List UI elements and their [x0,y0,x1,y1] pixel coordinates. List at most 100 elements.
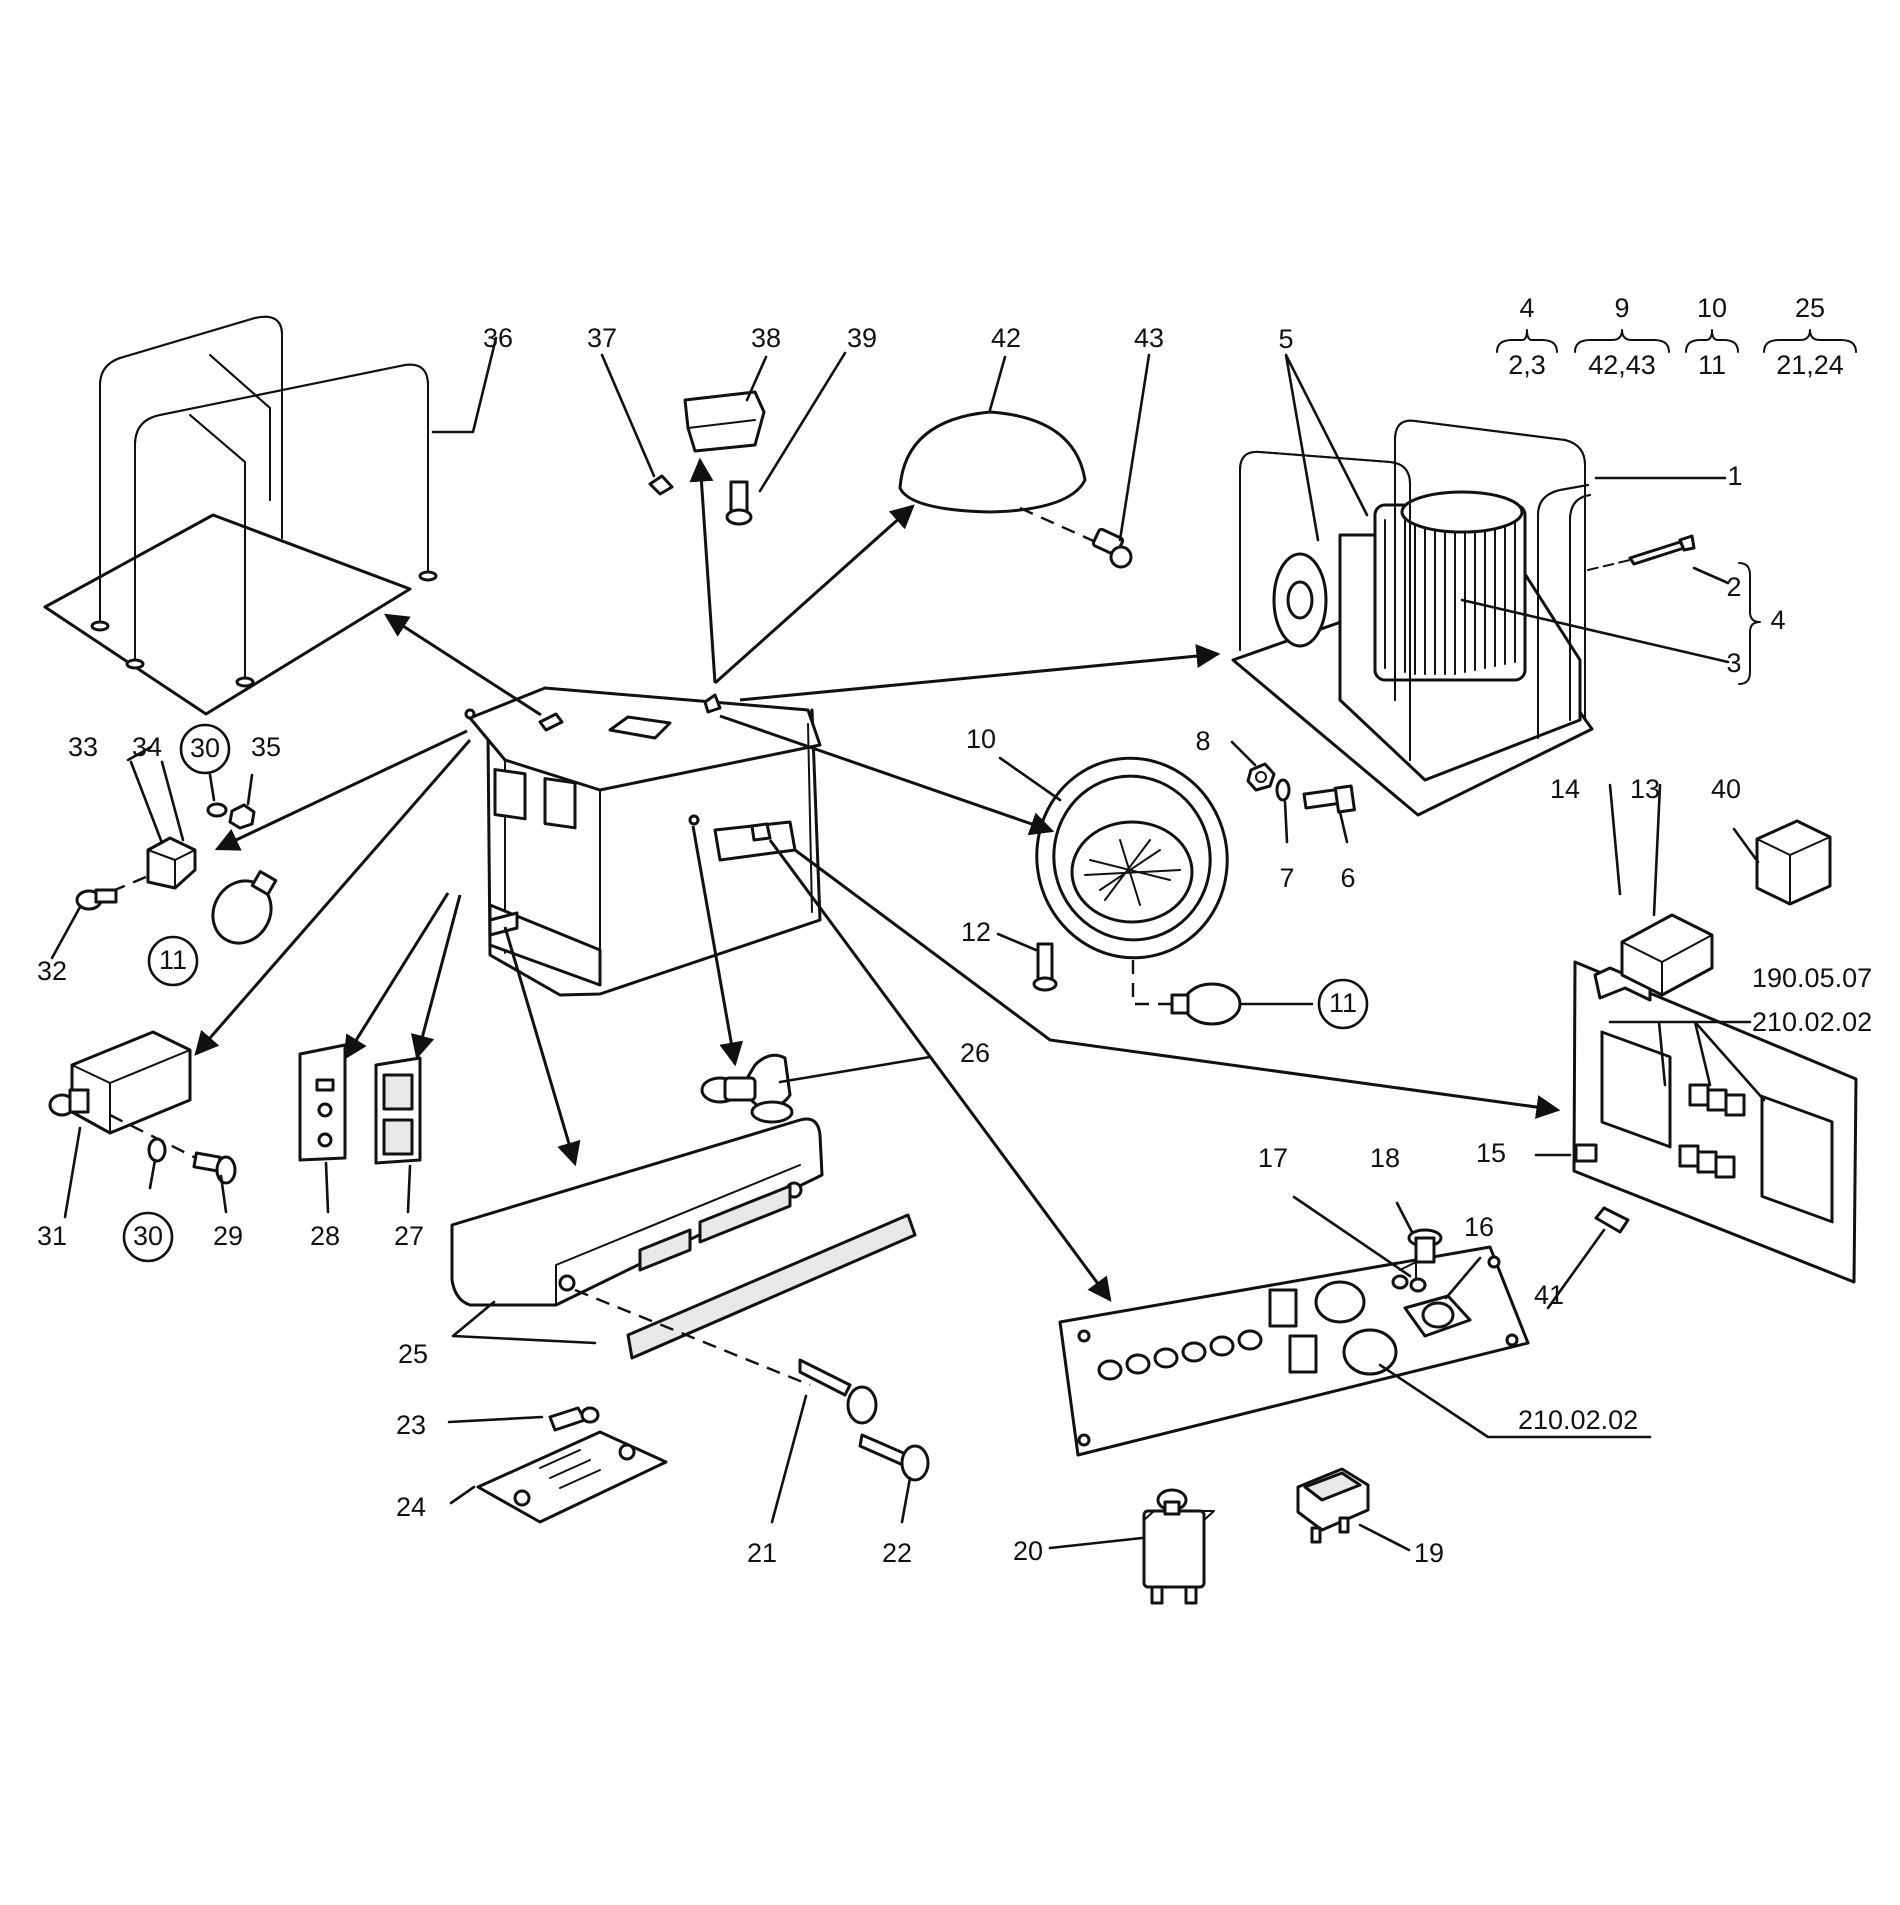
rollbar-frame-drawing [43,315,438,716]
label-28: 28 [310,1221,340,1251]
label-41: 41 [1534,1280,1564,1310]
group-10-parent: 10 [1697,293,1727,323]
bulb-37 [648,474,674,496]
label-35: 35 [251,732,281,762]
nut-8 [1246,762,1276,792]
leader-lines [50,336,1766,1552]
rocker-switch-19 [1296,1467,1370,1544]
label-15: 15 [1476,1138,1506,1168]
group-10-children: 11 [1698,350,1726,380]
label-36: 36 [483,323,513,353]
panel-knobs [1097,1329,1263,1381]
bulb-11-left [211,870,278,945]
screw-32 [75,875,147,911]
label-30-bottom: 30 [133,1221,163,1251]
lens-24 [476,1430,668,1524]
group-9-children: 42,43 [1588,350,1656,380]
label-29: 29 [213,1221,243,1251]
nut-35 [228,803,256,830]
label-25: 25 [398,1339,428,1369]
label-24: 24 [396,1492,426,1522]
cover-27 [374,1056,422,1165]
knob-18 [1399,1228,1443,1279]
label-30-bottom-circle: 30 [122,1211,174,1263]
label-42: 42 [991,323,1021,353]
chassis-drawing [464,686,822,997]
screw-39 [725,480,753,526]
label-22: 22 [882,1538,912,1568]
switch-20 [1142,1488,1215,1605]
label-11-right-circle: 11 [1317,978,1369,1030]
label-32: 32 [37,956,67,986]
label-27: 27 [394,1221,424,1251]
label-21: 21 [747,1538,777,1568]
label-23: 23 [396,1410,426,1440]
washer-30-bottom [109,1113,201,1163]
label-18: 18 [1370,1143,1400,1173]
label-39: 39 [847,323,877,353]
screw-21 [574,1288,878,1425]
ref-210-02-02-board: 210.02.02 [1752,1007,1872,1037]
pin-2 [1587,534,1696,571]
switch-31 [48,1030,192,1135]
label-20: 20 [1013,1536,1043,1566]
housing-25 [450,1117,824,1307]
label-11-left-circle: 11 [147,935,199,987]
lamp-housing-38 [683,390,766,453]
washer-7 [1275,778,1291,802]
label-6: 6 [1340,863,1355,893]
group-9-parent: 9 [1614,293,1629,323]
group-4-parent: 4 [1519,293,1534,323]
label-1: 1 [1727,461,1742,491]
screw-12 [1032,942,1058,992]
label-37: 37 [587,323,617,353]
label-38: 38 [751,323,781,353]
label-26: 26 [960,1038,990,1068]
group-4-children: 2,3 [1508,350,1546,380]
group-4: 4 2,3 [1496,293,1558,380]
relay-33 [146,836,197,890]
plate-28 [298,1043,347,1162]
group-25: 25 21,24 [1763,293,1857,380]
ref-210-02-02-panel: 210.02.02 [1518,1405,1638,1435]
control-panel [1058,1245,1530,1457]
label-30-top-circle: 30 [179,723,231,775]
bulb-11-right [1131,960,1242,1026]
relay-board [1572,960,1858,1284]
label-7: 7 [1279,863,1294,893]
group-25-parent: 25 [1795,293,1825,323]
label-8: 8 [1195,726,1210,756]
washer-30-top [206,802,228,818]
group-legend: 4 2,3 9 42,43 10 11 25 21,24 [1496,293,1857,380]
label-2: 2 [1726,572,1741,602]
round-lamp-10 [1035,756,1229,960]
pump-unit-drawing [1231,419,1594,817]
explosion-arrows [194,457,1561,1302]
label-43: 43 [1134,323,1164,353]
ref-190-05-07: 190.05.07 [1752,963,1872,993]
label-40: 40 [1711,774,1741,804]
fuse-holder-14 [1593,966,1652,1002]
label-4: 4 [1770,605,1785,635]
group-25-children: 21,24 [1776,350,1844,380]
relay-40 [1755,819,1832,906]
label-3: 3 [1726,648,1741,678]
label-12: 12 [961,917,991,947]
label-11-right: 11 [1329,988,1357,1018]
label-13: 13 [1630,774,1660,804]
strip-25 [626,1213,917,1360]
bulb-23 [548,1406,600,1432]
label-16: 16 [1464,1212,1494,1242]
callout-numbers: 1 2 3 4 5 6 7 8 10 11 11 12 13 14 15 16 … [37,323,1786,1568]
screw-29 [192,1151,237,1185]
group-10-brace [1685,329,1739,353]
label-14: 14 [1550,774,1580,804]
label-10: 10 [966,724,996,754]
screw-22 [858,1433,930,1482]
label-31: 31 [37,1221,67,1251]
label-19: 19 [1414,1538,1444,1568]
group-9: 9 42,43 [1574,293,1670,380]
dome-cover-42 [898,410,1087,514]
group-9-brace [1574,329,1670,353]
